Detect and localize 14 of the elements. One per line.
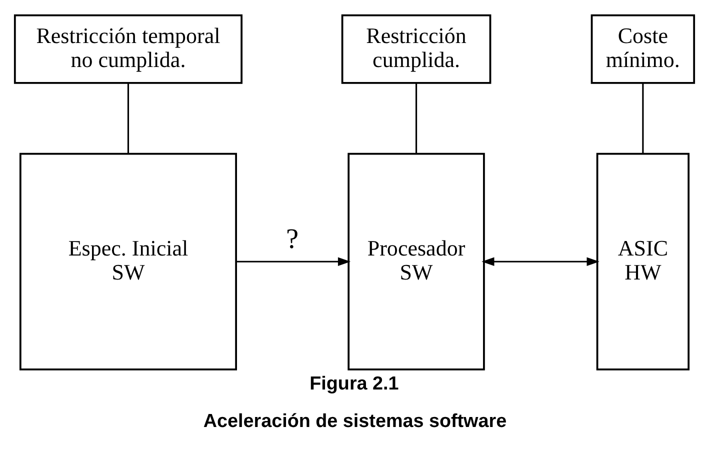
arrow (482, 256, 600, 266)
node-box: Coste mínimo. (590, 14, 696, 84)
label: Aceleración de sistemas software (203, 410, 507, 432)
node-box: ASIC HW (596, 152, 690, 370)
node-box: Restricción temporal no cumplida. (14, 14, 242, 84)
arrow (236, 256, 351, 266)
edge-label: ? (286, 224, 299, 255)
connector (127, 82, 130, 154)
node-box: Procesador SW (348, 152, 485, 370)
node-box: Restricción cumplida. (341, 14, 492, 84)
caption: Figura 2.1 (310, 372, 399, 394)
connector (416, 82, 418, 154)
connector (642, 82, 644, 154)
node-box: Espec. Inicial SW (19, 152, 237, 370)
